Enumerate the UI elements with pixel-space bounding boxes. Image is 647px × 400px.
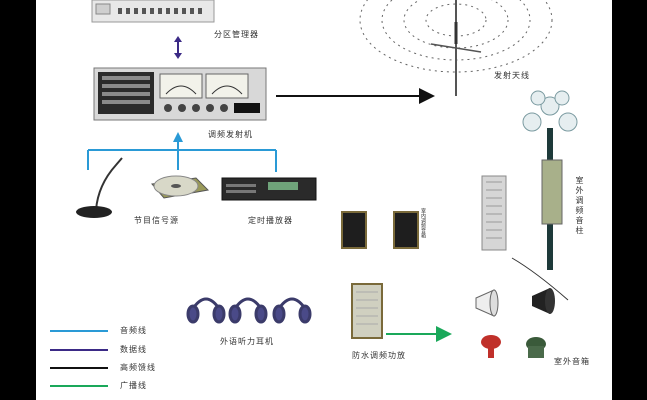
outdoor-speaker-label: 室外音箱 bbox=[554, 356, 590, 367]
audio-arrowhead bbox=[173, 132, 183, 142]
outdoor-speakers-graphic bbox=[476, 288, 555, 358]
legend-swatch-data bbox=[50, 349, 108, 351]
waterproof-amp-speaker-graphic bbox=[352, 284, 382, 338]
zone-manager-device bbox=[92, 0, 214, 22]
column-speaker-graphic bbox=[482, 176, 506, 250]
zone-manager-label: 分区管理器 bbox=[214, 29, 259, 40]
legend-swatch-rf bbox=[50, 367, 108, 369]
legend-swatch-broadcast bbox=[50, 385, 108, 387]
diagram-graphics bbox=[36, 0, 612, 400]
legend-label-data: 数据线 bbox=[120, 344, 147, 355]
program-source-graphic bbox=[152, 176, 208, 198]
legend-swatch-audio bbox=[50, 330, 108, 332]
outdoor-column-speaker-graphic bbox=[512, 91, 577, 300]
legend-label-audio: 音频线 bbox=[120, 325, 147, 336]
legend-label-rf: 高频馈线 bbox=[120, 362, 156, 373]
antenna-label: 发射天线 bbox=[494, 70, 530, 81]
legend-item-data: 数据线 bbox=[50, 344, 180, 356]
data-link-arrow bbox=[174, 36, 182, 59]
program-source-label: 节目信号源 bbox=[134, 215, 179, 226]
legend-item-broadcast: 广播线 bbox=[50, 380, 180, 392]
legend-label-broadcast: 广播线 bbox=[120, 380, 147, 391]
fm-transmitter-device bbox=[94, 68, 266, 120]
headphones-graphic bbox=[188, 299, 310, 322]
waterproof-speaker-label: 防水调频功放 bbox=[352, 350, 406, 361]
legend-item-audio: 音频线 bbox=[50, 325, 180, 337]
microphone-graphic bbox=[76, 158, 122, 218]
indoor-speaker-tag: 室内调频音箱 bbox=[420, 208, 427, 238]
headphones-label: 外语听力耳机 bbox=[220, 336, 274, 347]
timer-player-label: 定时播放器 bbox=[248, 215, 293, 226]
antenna-graphic bbox=[360, 0, 552, 96]
outdoor-column-label: 室外调频音柱 bbox=[574, 176, 585, 236]
legend-item-rf: 高频馈线 bbox=[50, 362, 180, 374]
system-diagram: 分区管理器 调频发射机 发射天线 节目信号源 定时播放器 室内调频音箱 室外调频… bbox=[36, 0, 612, 400]
transmitter-label: 调频发射机 bbox=[208, 129, 253, 140]
indoor-speakers-graphic bbox=[342, 212, 418, 248]
timer-player-device bbox=[222, 178, 316, 200]
